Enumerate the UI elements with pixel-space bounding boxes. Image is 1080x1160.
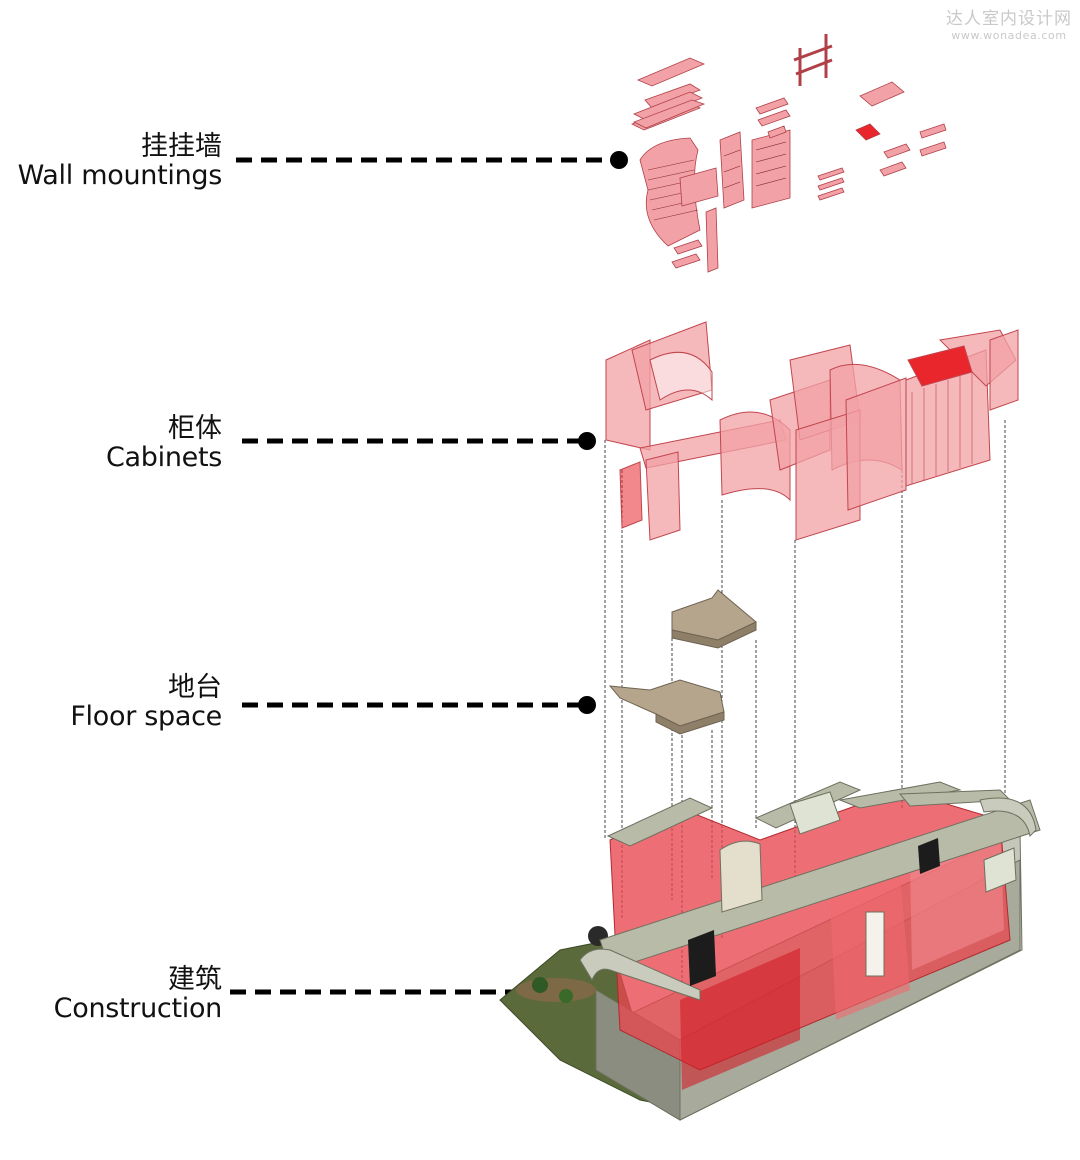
label-cabinets: 柜体 Cabinets: [106, 414, 222, 472]
construction-group: [499, 781, 1041, 1121]
leader-dot-floor-space: [578, 696, 596, 714]
watermark-name: 达人室内设计网: [946, 9, 1072, 29]
leader-dot-wall-mountings: [610, 151, 628, 169]
balcony-rail: [579, 948, 701, 1001]
label-wall-mountings-en: Wall mountings: [17, 160, 223, 192]
label-wall-mountings: 挂挂墙 Wall mountings: [17, 131, 223, 192]
label-construction-en: Construction: [53, 993, 223, 1025]
floor-space-group: [608, 589, 757, 735]
label-cabinets-zh: 柜体: [168, 413, 222, 444]
watermark: 达人室内设计网 www.wonadea.com: [946, 4, 1072, 42]
label-cabinets-en: Cabinets: [105, 442, 222, 474]
leader-lines: [230, 157, 612, 995]
wall-mountings-group: [631, 34, 947, 273]
label-construction: 建筑 Construction: [53, 964, 223, 1025]
cabinets-group: [605, 321, 1019, 541]
leader-dot-cabinets: [578, 432, 596, 450]
label-floor-space-zh: 地台: [168, 672, 222, 703]
watermark-url: www.wonadea.com: [951, 29, 1067, 42]
label-construction-zh: 建筑: [168, 964, 222, 995]
label-wall-mountings-zh: 挂挂墙: [141, 131, 222, 162]
label-floor-space-en: Floor space: [70, 701, 222, 733]
label-floor-space: 地台 Floor space: [70, 673, 222, 731]
